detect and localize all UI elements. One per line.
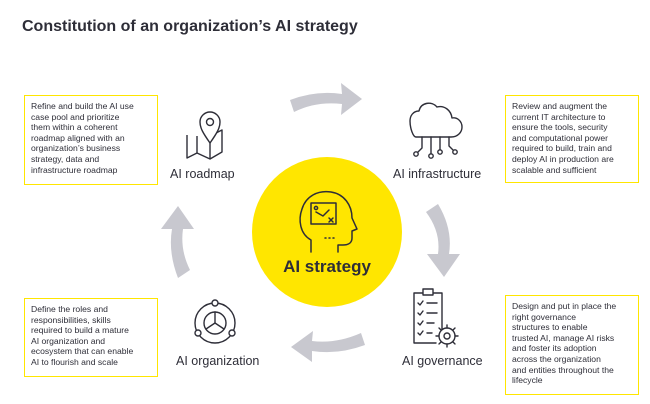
org-network-icon — [194, 299, 236, 344]
checklist-gear-icon — [413, 288, 459, 348]
head-strategy-icon — [299, 190, 358, 253]
map-pin-icon — [186, 111, 223, 160]
pillar-governance-description: Design and put in place the right govern… — [505, 295, 639, 395]
pillar-governance-label: AI governance — [402, 354, 483, 368]
page-title: Constitution of an organization’s AI str… — [22, 18, 358, 35]
pillar-organization-description: Define the roles and responsibilities, s… — [24, 298, 158, 377]
cycle-arrow-top — [290, 83, 362, 115]
pillar-roadmap-label: AI roadmap — [170, 167, 235, 181]
pillar-roadmap-description: Refine and build the AI use case pool an… — [24, 95, 158, 185]
cycle-arrow-right — [426, 204, 460, 277]
cycle-arrow-bottom — [291, 331, 365, 362]
pillar-infrastructure-label: AI infrastructure — [393, 167, 482, 181]
cloud-network-icon — [409, 102, 463, 159]
pillar-organization-label: AI organization — [176, 354, 260, 368]
center-label-ai-strategy: AI strategy — [283, 257, 371, 276]
pillar-infrastructure-description: Review and augment the current IT archit… — [505, 95, 639, 183]
cycle-arrow-left — [161, 206, 194, 278]
center-circle — [252, 157, 402, 307]
